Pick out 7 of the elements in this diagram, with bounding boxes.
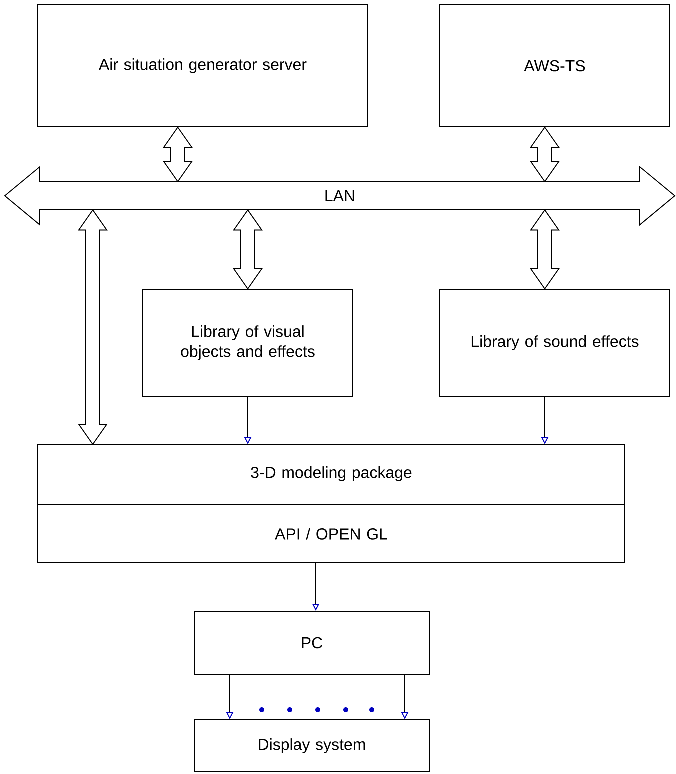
process-box: Library of sound effects — [440, 289, 670, 397]
process-box: Display system — [194, 720, 430, 772]
process-box: PC — [194, 611, 430, 675]
split-box: 3-D modeling package API / OPEN GL — [38, 444, 626, 564]
process-box: Library of visual objects and effects — [142, 289, 354, 397]
process-box: Air situation generator server — [38, 4, 368, 128]
process-box: AWS-TS — [440, 4, 670, 128]
